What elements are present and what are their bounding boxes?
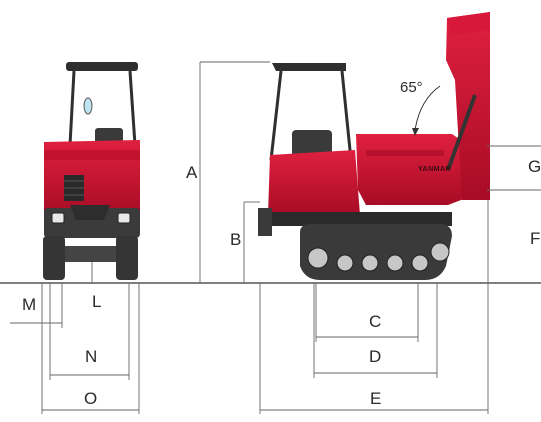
label-m: M (22, 295, 37, 314)
label-l: L (92, 292, 102, 311)
brand-logo: YANMAR (418, 166, 452, 173)
label-b: B (230, 230, 242, 249)
label-n: N (85, 347, 98, 366)
side-dimension-lines (199, 61, 541, 414)
label-e: E (370, 389, 382, 408)
label-o: O (84, 389, 98, 408)
label-f: F (530, 229, 541, 248)
dump-angle-label: 65° (400, 79, 423, 96)
front-dimension-lines (10, 262, 140, 414)
label-d: D (369, 347, 382, 366)
side-view-machine (258, 12, 490, 280)
label-c: C (369, 312, 382, 331)
dump-angle-arc (414, 85, 441, 131)
front-view-machine (43, 62, 140, 280)
label-g: G (528, 157, 541, 176)
mirror-icon (83, 97, 93, 115)
label-a: A (186, 163, 198, 182)
